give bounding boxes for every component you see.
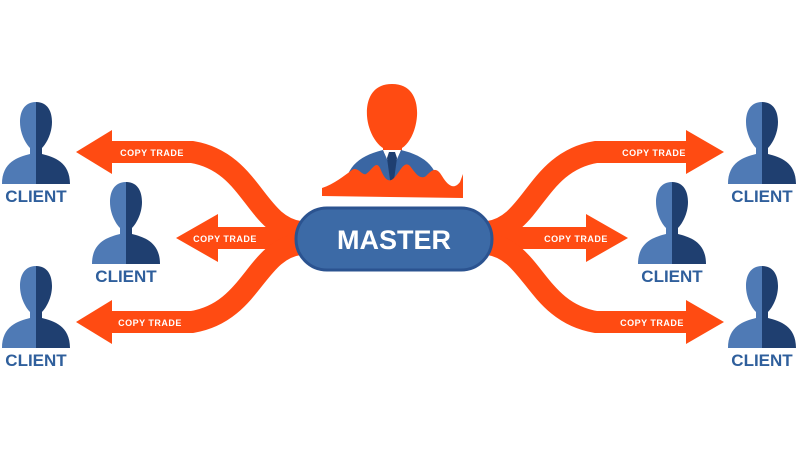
client-icon-left-middle bbox=[92, 182, 160, 264]
arrow-left-top bbox=[76, 130, 303, 243]
client-label-left-top: CLIENT bbox=[5, 187, 67, 206]
client-icon-right-bottom bbox=[728, 266, 796, 348]
master-node: MASTER bbox=[294, 206, 494, 272]
master-person-icon bbox=[322, 84, 463, 198]
client-label-right-bottom: CLIENT bbox=[731, 351, 793, 370]
client-icon-left-bottom bbox=[2, 266, 70, 348]
arrow-label-right-bottom: COPY TRADE bbox=[620, 318, 684, 328]
arrow-label-right-middle: COPY TRADE bbox=[544, 234, 608, 244]
arrow-label-left-top: COPY TRADE bbox=[120, 148, 184, 158]
client-label-left-middle: CLIENT bbox=[95, 267, 157, 286]
master-label: MASTER bbox=[337, 225, 451, 255]
arrow-label-left-bottom: COPY TRADE bbox=[118, 318, 182, 328]
arrow-left-bottom bbox=[76, 233, 303, 344]
arrow-label-left-middle: COPY TRADE bbox=[193, 234, 257, 244]
client-label-right-middle: CLIENT bbox=[641, 267, 703, 286]
arrow-right-bottom bbox=[485, 233, 724, 344]
client-icon-right-top bbox=[728, 102, 796, 184]
arrow-label-right-top: COPY TRADE bbox=[622, 148, 686, 158]
client-label-right-top: CLIENT bbox=[731, 187, 793, 206]
client-label-left-bottom: CLIENT bbox=[5, 351, 67, 370]
client-icon-right-middle bbox=[638, 182, 706, 264]
arrow-right-top bbox=[485, 130, 724, 243]
client-icon-left-top bbox=[2, 102, 70, 184]
